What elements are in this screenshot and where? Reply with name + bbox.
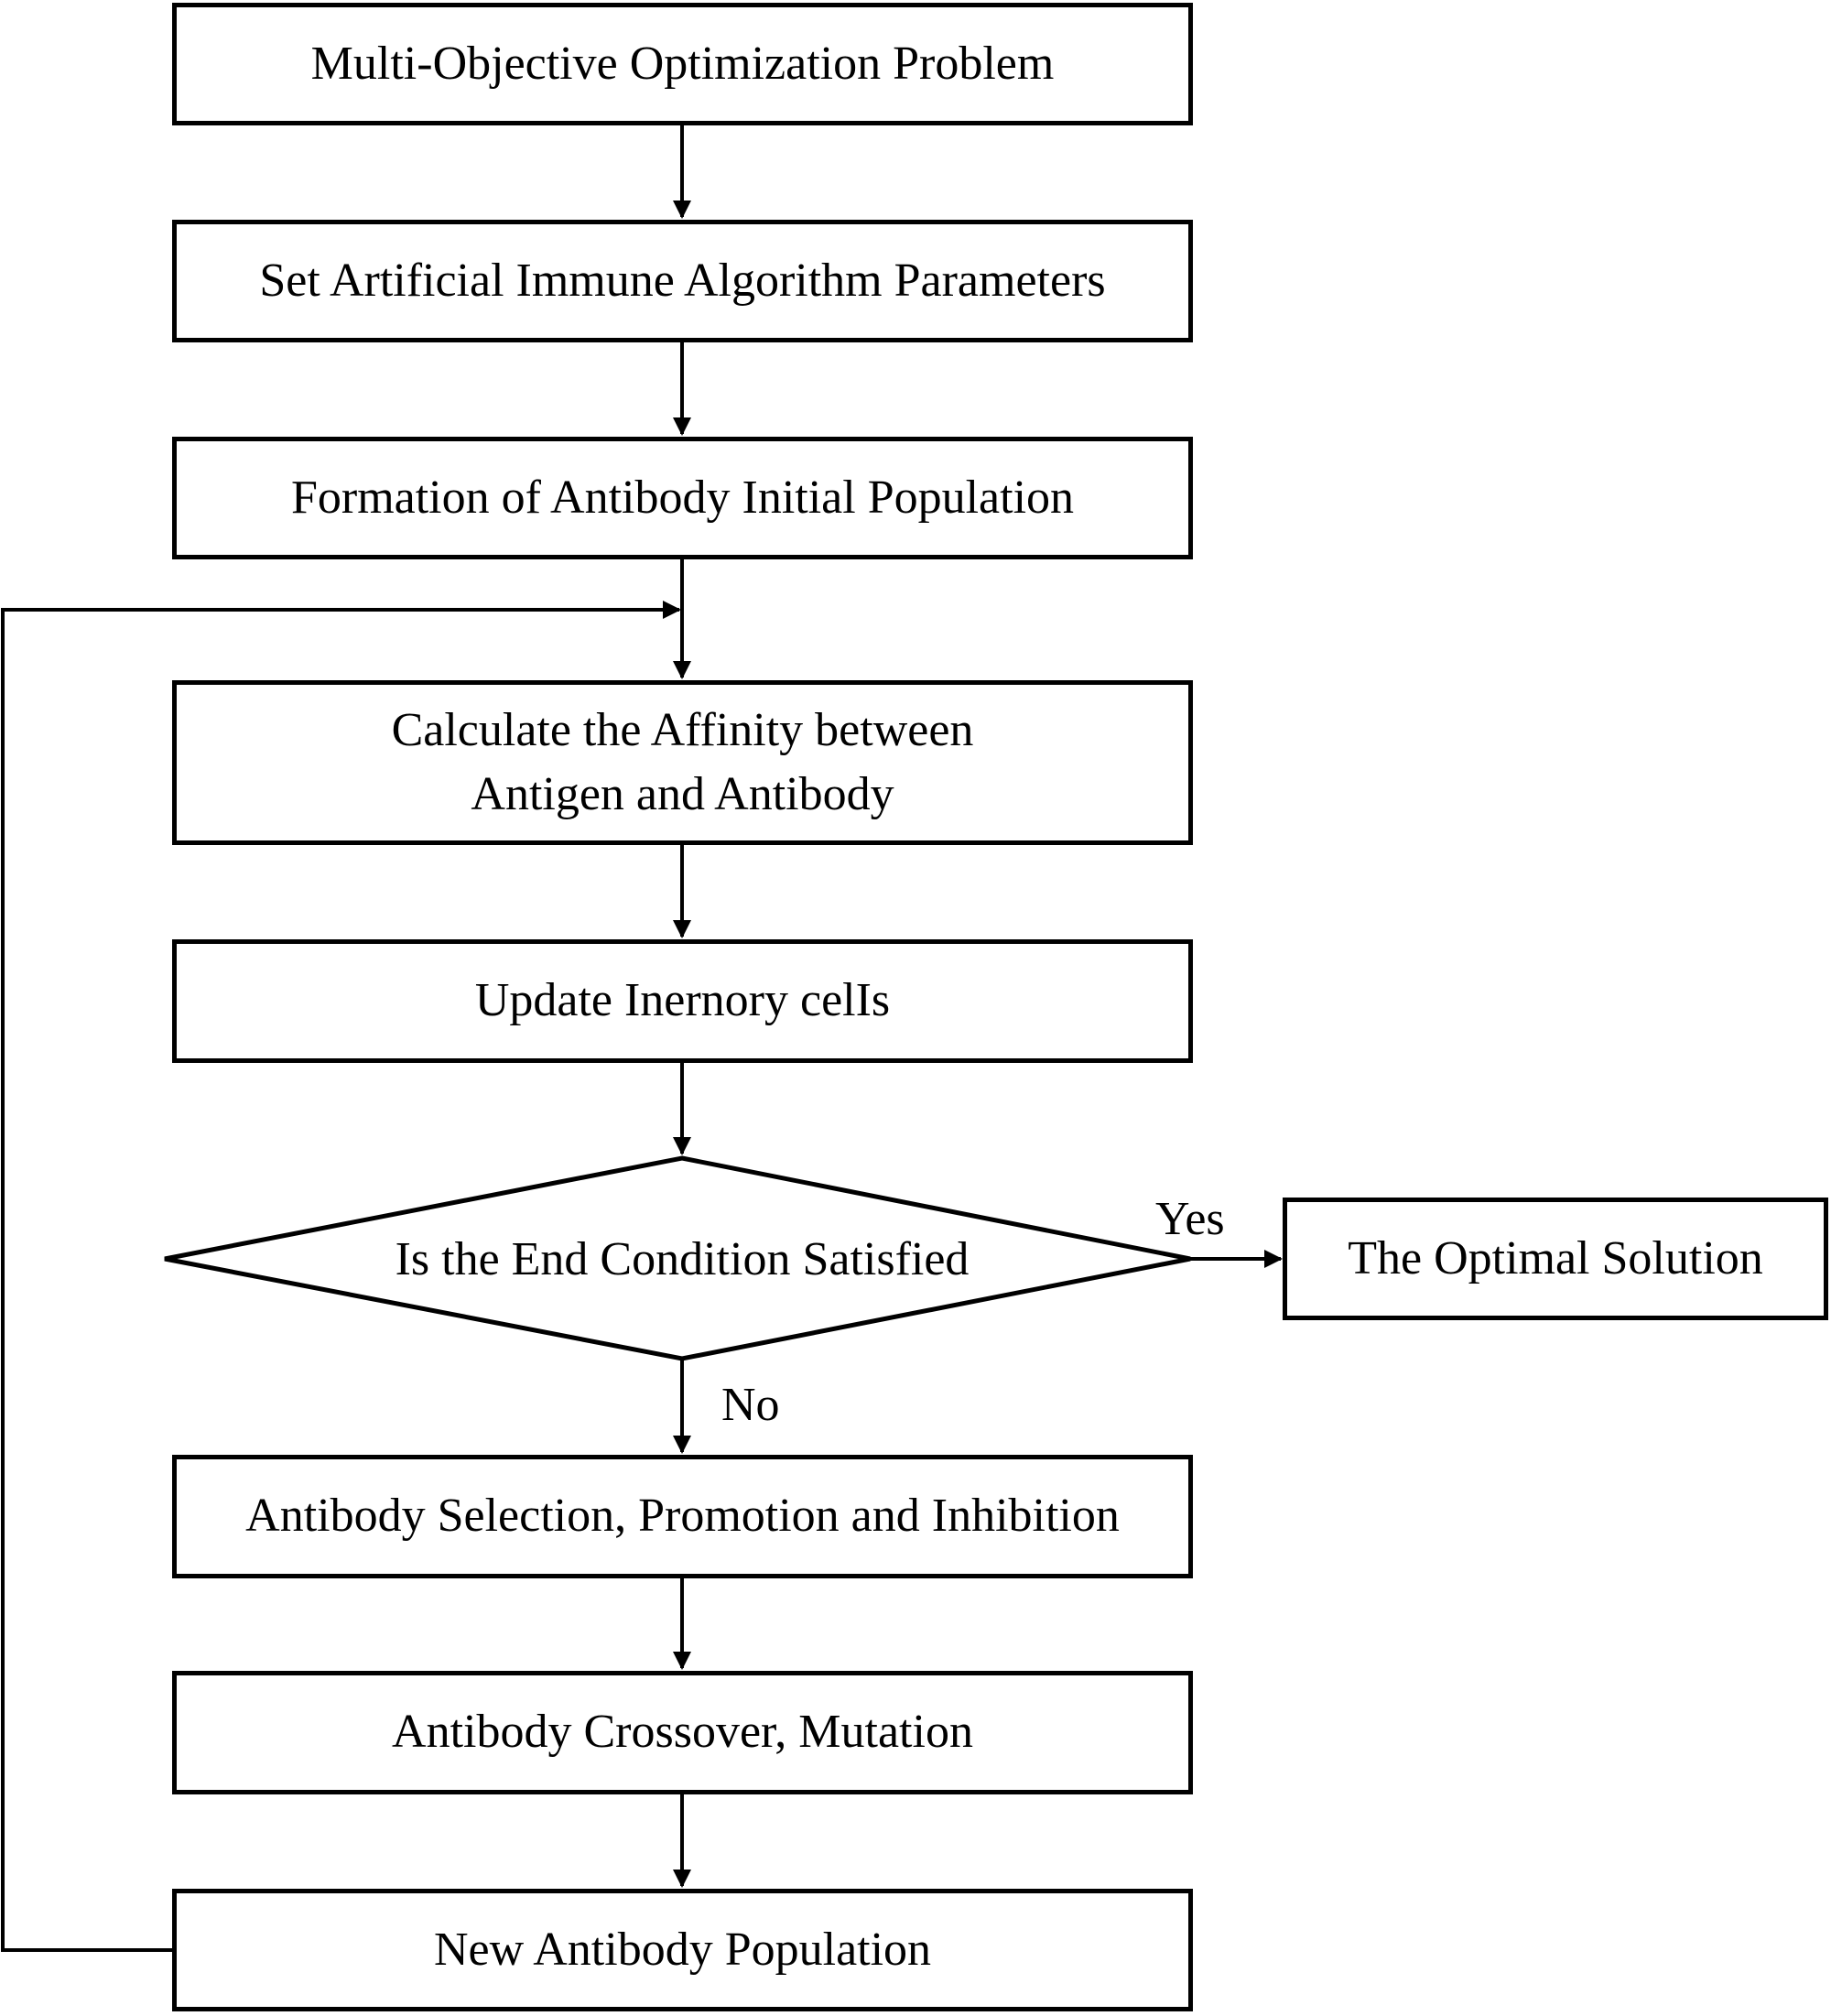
node-set-params: Set Artificial Immune Algorithm Paramete…	[172, 220, 1193, 342]
node-affinity-line2: Antigen and Antibody	[471, 768, 894, 820]
arrow-loop-back	[1, 601, 681, 1952]
node-crossover-label: Antibody Crossover, Mutation	[392, 1706, 973, 1759]
decision-diamond	[164, 1155, 1191, 1361]
node-init-pop-label: Formation of Antibody Initial Population	[290, 471, 1075, 524]
node-problem-label: Multi-Objective Optimization Problem	[310, 37, 1055, 90]
node-update-memory: Update Inernory celIs	[172, 939, 1193, 1063]
node-optimal-label: The Optimal Solution	[1348, 1231, 1763, 1284]
node-affinity-line1: Calculate the Affinity between	[391, 703, 974, 756]
node-new-pop: New Antibody Population	[172, 1889, 1193, 2011]
node-problem: Multi-Objective Optimization Problem	[172, 3, 1193, 125]
node-selection: Antibody Selection, Promotion and Inhibi…	[172, 1455, 1193, 1578]
node-set-params-label: Set Artificial Immune Algorithm Paramete…	[259, 254, 1106, 307]
node-update-memory-label: Update Inernory celIs	[474, 974, 891, 1027]
node-init-pop: Formation of Antibody Initial Population	[172, 437, 1193, 559]
node-optimal: The Optimal Solution	[1283, 1198, 1828, 1320]
node-crossover: Antibody Crossover, Mutation	[172, 1671, 1193, 1794]
decision-label: Is the End Condition Satisfied	[395, 1232, 970, 1285]
no-label: No	[721, 1379, 780, 1431]
node-selection-label: Antibody Selection, Promotion and Inhibi…	[245, 1490, 1120, 1543]
yes-label: Yes	[1155, 1193, 1225, 1245]
node-new-pop-label: New Antibody Population	[433, 1923, 932, 1976]
node-affinity: Calculate the Affinity between Antigen a…	[172, 680, 1193, 845]
